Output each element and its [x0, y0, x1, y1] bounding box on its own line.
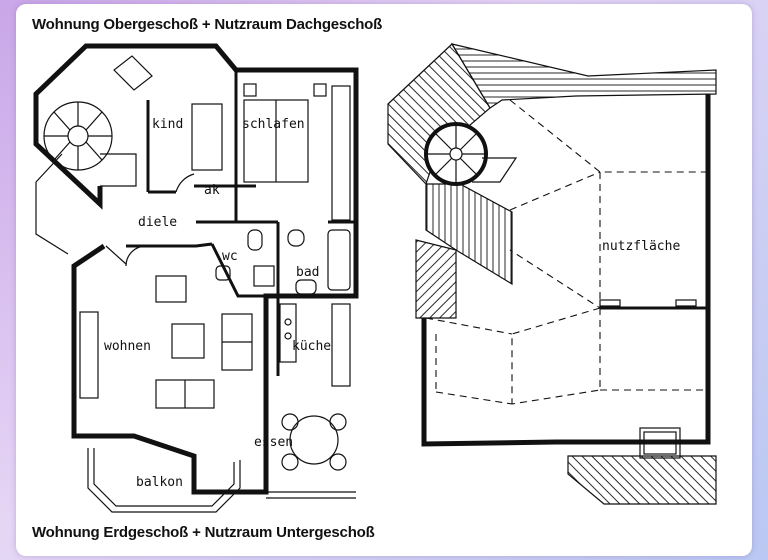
kitchen-counter-right	[331, 303, 351, 387]
roof-ridge-lines	[425, 99, 708, 405]
label-wohnen: wohnen	[104, 339, 151, 354]
top-title: Wohnung Obergeschoß + Nutzraum Dachgesch…	[32, 16, 383, 33]
label-diele: diele	[138, 215, 177, 230]
wardrobe	[331, 85, 351, 221]
sideboard	[79, 311, 99, 399]
attic-spiral-staircase	[424, 122, 518, 186]
kind-chair	[113, 55, 153, 91]
interior-walls	[126, 70, 356, 376]
bad-basin	[287, 229, 305, 247]
label-kind: kind	[152, 117, 183, 132]
roof-top-hatch	[450, 43, 717, 109]
coffee-table	[171, 323, 205, 359]
wc-toilet	[247, 229, 263, 251]
apartment-plan: kind schlafen ak diele wc bad wohnen küc…	[33, 43, 359, 513]
roof-bottom-hatch	[567, 455, 717, 505]
roof-window	[639, 427, 681, 459]
kitchen-counter-left	[279, 303, 297, 363]
balcony-outline	[87, 448, 241, 513]
label-kueche: küche	[292, 339, 331, 354]
stair-wall	[33, 114, 103, 210]
armchair-top	[155, 275, 187, 303]
bottom-title: Wohnung Erdgeschoß + Nutzraum Untergesch…	[32, 524, 375, 541]
bathtub	[327, 229, 351, 291]
attic-plan: nutzfläche	[387, 43, 717, 505]
label-schlafen: schlafen	[242, 117, 305, 132]
label-essen: essen	[254, 435, 293, 450]
kind-desk	[191, 103, 223, 171]
label-bad: bad	[296, 265, 319, 280]
label-balkon: balkon	[136, 475, 183, 490]
floor-plan-sheet: Wohnung Obergeschoß + Nutzraum Dachgesch…	[16, 4, 752, 556]
label-wc: wc	[222, 249, 238, 264]
wc-basin	[253, 265, 275, 287]
dining-table	[289, 415, 339, 465]
label-nutzflaeche: nutzfläche	[602, 239, 680, 254]
spiral-staircase	[43, 101, 137, 187]
stair-bay-window	[35, 153, 69, 255]
floor-plans: kind schlafen ak diele wc bad wohnen küc…	[33, 43, 717, 513]
attic-wall	[421, 94, 711, 447]
label-ak: ak	[204, 183, 220, 198]
roof-left-low-hatch	[415, 239, 457, 319]
